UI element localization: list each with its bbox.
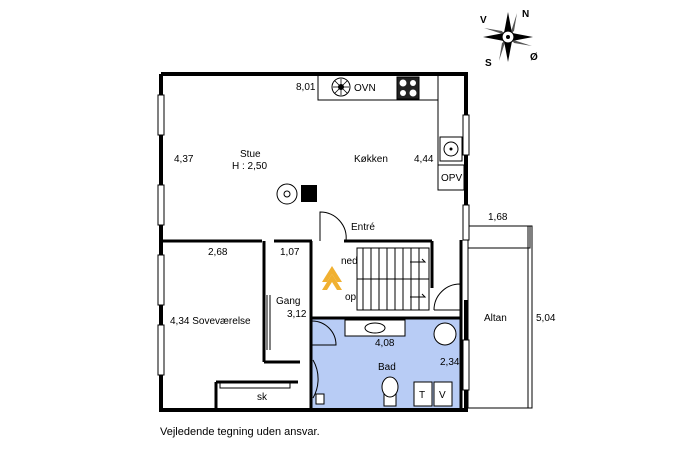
dim-entry: 1,07 xyxy=(280,247,300,258)
entry-door xyxy=(319,211,347,242)
bath-label: Bad xyxy=(378,362,396,373)
staircase xyxy=(356,247,430,311)
dishwasher-label: OPV xyxy=(441,173,462,184)
compass-east-label: Ø xyxy=(530,52,538,63)
hall-label: Gang xyxy=(276,296,300,307)
interior-walls xyxy=(161,239,463,410)
dim-kitchen: 4,44 xyxy=(414,154,434,165)
kitchen-counter xyxy=(317,76,465,191)
sliding-door xyxy=(266,295,271,350)
wood-stove-icon xyxy=(276,183,317,205)
closet-label: sk xyxy=(257,392,268,403)
dim-bedroom-top: 2,68 xyxy=(208,247,228,258)
disclaimer-caption: Vejledende tegning uden ansvar. xyxy=(160,426,320,438)
windows xyxy=(157,94,470,391)
dim-living-width: 4,37 xyxy=(174,154,194,165)
cooktop-icon xyxy=(396,76,420,100)
compass-south-label: S xyxy=(485,58,492,69)
compass-icon xyxy=(483,12,533,62)
ceiling-height-label: H : 2,50 xyxy=(232,161,267,172)
compass-west-label: V xyxy=(480,15,487,26)
stairs-down-label: ned xyxy=(341,256,358,267)
dim-balcony-length: 5,04 xyxy=(536,313,556,324)
hall-door xyxy=(433,283,461,311)
stairs-up-label: op xyxy=(345,292,357,303)
compass-north-label: N xyxy=(522,9,529,20)
entry-label: Entré xyxy=(351,222,375,233)
dim-top-8-01: 8,01 xyxy=(296,82,316,93)
bathroom-fixtures xyxy=(312,319,457,407)
sink-unit-label: V xyxy=(439,390,446,401)
oven-label: OVN xyxy=(354,83,376,94)
washer-label: T xyxy=(419,390,425,401)
balcony xyxy=(467,225,533,409)
living-room-label: Stue xyxy=(240,149,261,160)
kitchen-sink-icon xyxy=(439,136,463,162)
dim-bath-width: 4,08 xyxy=(375,338,395,349)
kitchen-label: Køkken xyxy=(354,154,388,165)
dim-hall: 3,12 xyxy=(287,309,307,320)
oven-icon xyxy=(331,77,351,97)
balcony-label: Altan xyxy=(484,313,507,324)
bathroom-door xyxy=(311,320,337,346)
bedroom-label: 4,34 Soveværelse xyxy=(170,316,251,327)
dim-bath-depth: 2,34 xyxy=(440,357,460,368)
dim-balcony-width: 1,68 xyxy=(488,212,508,223)
